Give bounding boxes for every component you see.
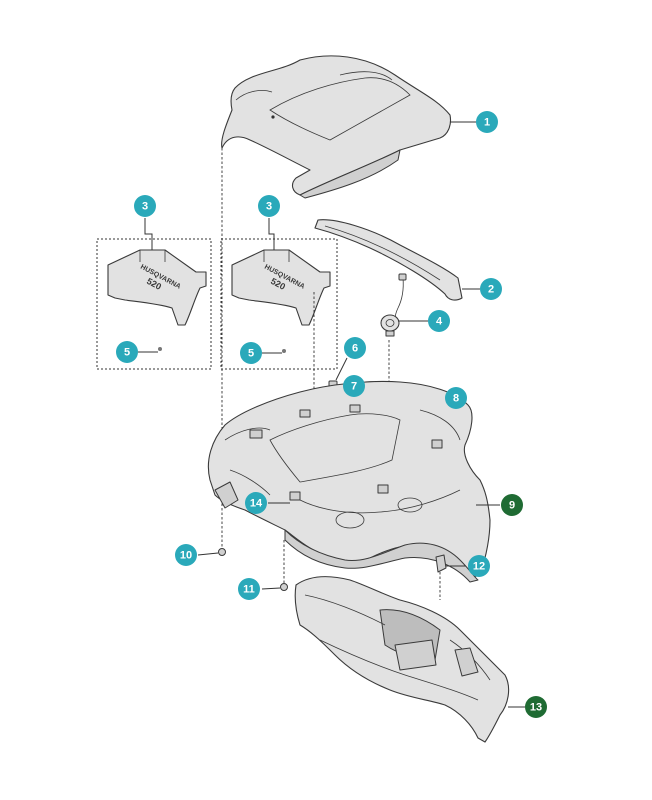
decal-kit-box-right [220,238,338,370]
part-1-hood-cover [221,55,452,199]
callout-label: 5 [124,347,130,359]
callout-circle [501,494,523,516]
leader-3b [268,218,275,250]
part-10-nut [218,548,226,556]
callout-4: 4 [428,310,450,332]
callout-11: 11 [238,578,260,600]
callout-label: 4 [436,316,443,328]
callout-label: 8 [453,393,459,405]
part-3-decal-right: HUSQVARNA 520 [231,249,331,353]
callout-10: 10 [175,544,197,566]
callout-label: 2 [488,284,494,296]
part-12-clip [435,554,447,573]
callout-label: 3 [142,201,148,213]
callout-circle [134,195,156,217]
callout-7: 7 [343,375,365,397]
callout-12: 12 [468,555,490,577]
decal-kit-box-left [96,238,212,370]
callout-8: 8 [445,387,467,409]
callout-circle [468,555,490,577]
callout-13: 13 [525,696,547,718]
callout-circle [258,195,280,217]
callout-circle [344,337,366,359]
callout-label: 6 [352,343,358,355]
leader-3a [144,218,153,250]
callout-circle [476,111,498,133]
callout-3: 3 [258,195,280,217]
callout-3: 3 [134,195,156,217]
callout-label: 1 [484,117,490,129]
callout-circle [116,341,138,363]
callout-circle [238,578,260,600]
callout-circle [428,310,450,332]
leader-10 [197,552,219,556]
part-2-bumper-strip [314,219,463,301]
callout-label: 14 [250,498,263,510]
leader-11 [261,587,281,590]
callout-14: 14 [245,492,267,514]
callout-circle [480,278,502,300]
callout-label: 7 [351,381,357,393]
callout-9: 9 [501,494,523,516]
callout-circle [245,492,267,514]
callout-circle [525,696,547,718]
part-11-nut [280,583,288,591]
callout-5: 5 [240,342,262,364]
callout-1: 1 [476,111,498,133]
callout-circle [343,375,365,397]
callout-2: 2 [480,278,502,300]
callout-label: 12 [473,561,485,573]
part-3-decal-left: HUSQVARNA 520 [107,249,207,351]
callout-label: 10 [180,550,192,562]
leader-6 [335,357,348,381]
callout-circle [445,387,467,409]
callout-label: 13 [530,702,542,714]
part-4-sensor [380,273,407,337]
part-13-underside-cover [294,576,510,743]
part-9-chassis [207,380,491,583]
callout-circle [175,544,197,566]
callout-label: 11 [243,584,255,596]
callout-circle [240,342,262,364]
callout-label: 3 [266,201,272,213]
callout-label: 5 [248,348,254,360]
callout-label: 9 [509,500,515,512]
callout-5: 5 [116,341,138,363]
callout-6: 6 [344,337,366,359]
